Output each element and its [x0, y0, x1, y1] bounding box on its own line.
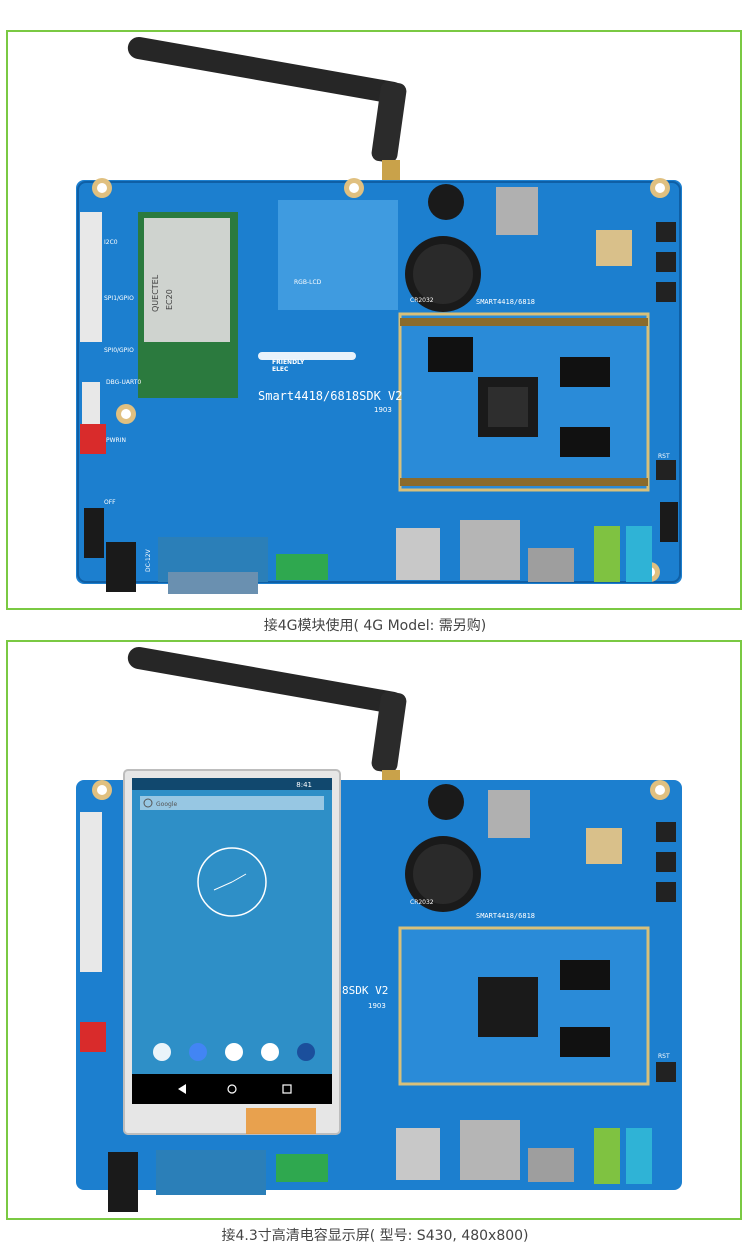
- rst-label: RST: [658, 1053, 670, 1060]
- pwr-label: PWRIN: [106, 437, 126, 444]
- dc-label: DC-12V: [145, 548, 152, 572]
- rst-label: RST: [658, 453, 670, 460]
- search-icon: [143, 798, 153, 808]
- brand-line2: ELEC: [272, 366, 289, 373]
- apps-icon: [225, 1043, 243, 1061]
- board-build: 1903: [374, 406, 392, 414]
- core-label: SMART4418/6818: [476, 912, 535, 920]
- board-photo-4g: Smart4418/6818SDK V2 1903 FRIENDLY ELEC …: [76, 36, 682, 594]
- flex-cable: [246, 1108, 316, 1134]
- caption-lcd-display: 接4.3寸高清电容显示屏( 型号: S430, 480x800): [221, 1228, 529, 1244]
- brand-line1: FRIENDLY: [272, 359, 305, 366]
- battery-label: CR2032: [410, 297, 434, 304]
- browser-icon: [297, 1043, 315, 1061]
- board-title-partial: 8SDK V2: [342, 984, 388, 997]
- rgb-label: RGB-LCD: [294, 279, 322, 286]
- module-vendor: QUECTEL: [151, 274, 160, 312]
- recents-icon: [282, 1084, 292, 1094]
- home-icon: [227, 1084, 237, 1094]
- dbg-label: DBG-UART0: [106, 379, 141, 386]
- module-model: EC20: [165, 289, 174, 310]
- contacts-icon: [189, 1043, 207, 1061]
- board-photo-lcd: 8SDK V2 1903 SMART4418/6818 CR2032 RST 8…: [76, 646, 682, 1212]
- caption-4g-module: 接4G模块使用( 4G Model: 需另购): [263, 618, 487, 634]
- photo-panel-lcd: 8SDK V2 1903 SMART4418/6818 CR2032 RST 8…: [6, 640, 742, 1220]
- search-label: Google: [156, 801, 177, 808]
- lcd-display: 8:41 Google: [123, 769, 341, 1135]
- core-label: SMART4418/6818: [476, 298, 535, 306]
- spi0-label: SPI0/GPIO: [104, 347, 134, 354]
- board-title: Smart4418/6818SDK V2: [258, 389, 403, 403]
- back-icon: [178, 1084, 186, 1094]
- off-label: OFF: [104, 499, 116, 506]
- play-store-icon: [261, 1043, 279, 1061]
- photo-panel-4g-module: Smart4418/6818SDK V2 1903 FRIENDLY ELEC …: [6, 30, 742, 610]
- board-build: 1903: [368, 1002, 386, 1010]
- chrome-icon: [153, 1043, 171, 1061]
- battery-label: CR2032: [410, 899, 434, 906]
- i2c-label: I2C0: [104, 239, 118, 246]
- status-time: 8:41: [296, 781, 312, 789]
- pcb-board: [76, 178, 682, 594]
- clock-widget: [197, 847, 267, 917]
- spi1-label: SPI1/GPIO: [104, 295, 134, 302]
